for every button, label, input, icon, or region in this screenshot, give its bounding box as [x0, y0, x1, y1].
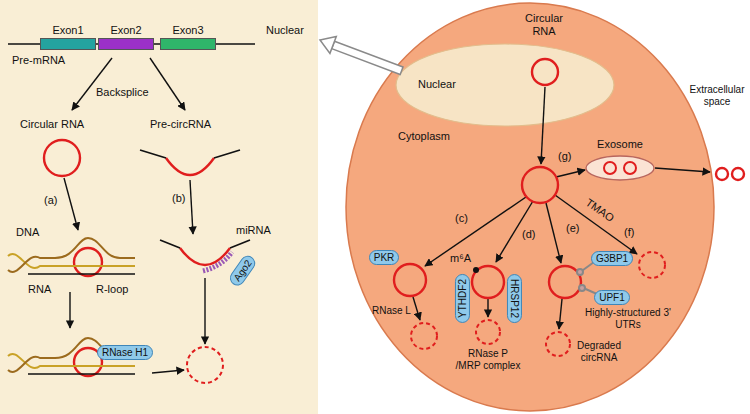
text-label: (f): [624, 226, 634, 239]
figure-stroke: [487, 299, 488, 317]
protein-pill: UPF1: [594, 290, 630, 305]
node-text: YTHDF2: [457, 279, 468, 318]
exon-box: Exon3: [160, 24, 216, 50]
node-text: Exon3: [160, 24, 216, 37]
m6a-mark: [473, 267, 479, 273]
text-label: Circular RNA: [520, 12, 568, 37]
cytoplasm-cell: Cytoplasm NuclearPKR YTHDF2 HRSP12 G3BP1UPF1…: [345, 2, 715, 412]
circular-rna: [624, 162, 636, 174]
node-text: Exosome: [584, 138, 656, 151]
protein-pill: RNase H1: [97, 345, 153, 360]
text-label: Circular RNA: [20, 118, 84, 131]
text-label: Pre-circRNA: [150, 118, 211, 131]
figure-stroke: [28, 373, 135, 375]
protein-pill: G3BP1: [591, 251, 633, 266]
text-label: (e): [566, 222, 579, 235]
text-label: (b): [172, 192, 185, 205]
text-label: R-loop: [96, 283, 128, 296]
exon-bar: [40, 38, 96, 50]
text-label: Pre-mRNA: [12, 54, 65, 67]
node-text: Ago2: [232, 257, 254, 282]
exosome-vesicle: Exosome: [584, 138, 656, 182]
text-label: (d): [522, 228, 535, 241]
cell-outline: [346, 3, 714, 411]
text-label: (a): [44, 194, 57, 207]
protein-pill: PKR: [369, 250, 400, 265]
exon-box: Exon1: [40, 24, 96, 50]
arrow-head: [320, 37, 336, 54]
node-text: PKR: [374, 252, 395, 263]
text-label: m⁶A: [450, 252, 471, 265]
text-label: (g): [558, 150, 571, 163]
protein-pill: Ago2: [227, 252, 258, 288]
node-text: UPF1: [599, 292, 625, 303]
protein-pill: YTHDF2: [455, 274, 470, 323]
exon-box: Exon2: [98, 24, 154, 50]
figure-stroke: [732, 168, 744, 180]
node-text: HRSP12: [509, 279, 520, 318]
text-label: Degraded circRNA: [574, 340, 624, 363]
exon-bar: [160, 38, 216, 50]
nucleus-outline: [396, 44, 614, 126]
arrow-shaft: [332, 41, 403, 74]
text-label: Highly-structured 3' UTRs: [584, 307, 672, 330]
node-text: Exon1: [40, 24, 96, 37]
text-label: DNA: [16, 226, 39, 239]
node-text: Cytoplasm: [398, 130, 450, 143]
nucleus-ellipse: Nuclear: [395, 43, 615, 127]
text-label: Extracellular space: [686, 84, 748, 107]
text-label: miRNA: [236, 224, 271, 237]
vesicle-membrane: [586, 156, 654, 180]
circular-rna: [604, 162, 616, 174]
figure-stroke: [579, 285, 585, 291]
figure-stroke: [577, 269, 583, 275]
node-text: G3BP1: [596, 253, 628, 264]
callout-arrow: [320, 37, 403, 75]
text-label: RNase L: [372, 305, 411, 317]
figure-stroke: [716, 168, 728, 180]
node-text: Nuclear: [266, 24, 304, 37]
node-text: Nuclear: [418, 78, 456, 91]
protein-pill: HRSP12: [507, 274, 522, 323]
text-label: RNase P /MRP complex: [455, 348, 521, 371]
exon-bar: [98, 38, 154, 50]
text-label: Backsplice: [96, 86, 149, 99]
shape-outline: [345, 2, 715, 412]
figure-stroke: [204, 278, 205, 344]
figure-stroke: [69, 292, 70, 328]
figure-stroke: [28, 273, 135, 275]
node-text: Exon2: [98, 24, 154, 37]
text-label: TMAO: [583, 196, 616, 225]
exosome-outline: [584, 154, 656, 182]
node-text: RNase H1: [102, 347, 148, 358]
text-label: (c): [455, 212, 468, 225]
text-label: RNA: [28, 283, 51, 296]
